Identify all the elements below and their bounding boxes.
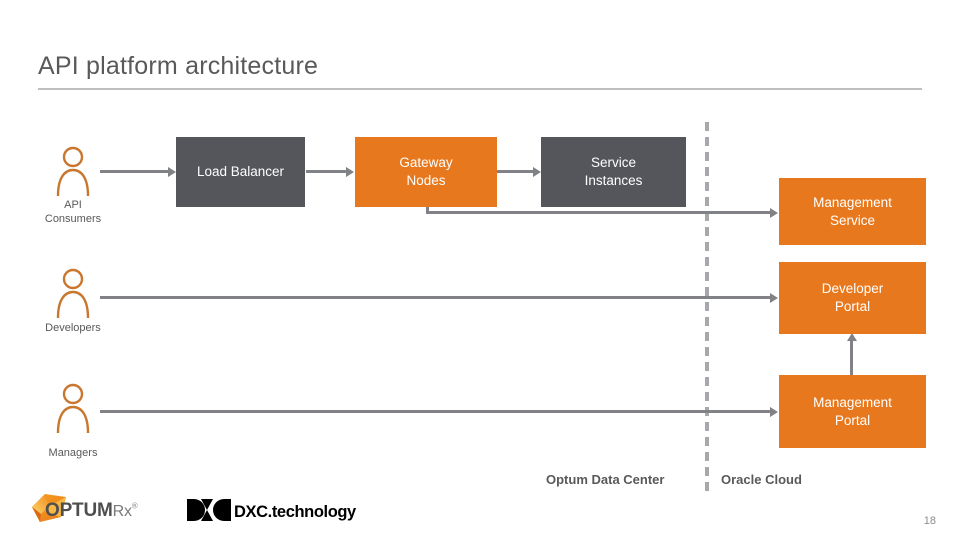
arrowhead-developers-to-portal xyxy=(770,292,778,303)
connector-gateway-to-services xyxy=(497,170,533,173)
optumrx-logo xyxy=(28,492,178,528)
zone-label-oracle-cloud: Oracle Cloud xyxy=(721,472,802,487)
optumrx-logo-text: OPTUMRx® xyxy=(45,500,138,522)
node-gateway-nodes[interactable]: Gateway Nodes xyxy=(355,137,497,207)
node-developer-portal-label: Developer Portal xyxy=(821,281,884,314)
persona-developers-label: Developers xyxy=(45,322,101,334)
page-title: API platform architecture xyxy=(38,52,319,80)
persona-developers-icon xyxy=(55,268,91,320)
arrowhead-managers-to-mgmt-portal xyxy=(770,406,778,417)
node-management-service-label: Management Service xyxy=(813,194,892,228)
connector-gateway-drop xyxy=(426,206,429,214)
connector-mgmt-portal-to-dev-portal xyxy=(850,341,853,375)
dxc-logo-mark xyxy=(187,499,231,526)
connector-lb-to-gateway xyxy=(306,170,346,173)
node-service-instances[interactable]: Service Instances xyxy=(541,137,686,207)
optumrx-trademark: ® xyxy=(131,501,138,511)
page-number: 18 xyxy=(923,515,936,527)
persona-api-consumers-label: API Consumers xyxy=(44,199,102,225)
node-management-portal[interactable]: Management Portal xyxy=(779,375,926,448)
persona-api-consumers-icon xyxy=(55,146,91,198)
optumrx-suffix: Rx xyxy=(112,503,132,520)
arrowhead-gateway-to-services xyxy=(533,166,541,177)
connector-developers-to-portal xyxy=(100,296,770,299)
connector-gateway-to-mgmt-service xyxy=(426,211,770,214)
arrowhead-consumer-to-lb xyxy=(168,166,176,177)
connector-consumer-to-lb xyxy=(100,170,168,173)
arrowhead-mgmt-portal-to-dev-portal xyxy=(846,333,857,341)
persona-managers-icon xyxy=(55,383,91,435)
arrowhead-lb-to-gateway xyxy=(346,166,354,177)
optumrx-wordmark: OPTUM xyxy=(45,500,113,521)
node-gateway-nodes-label: Gateway Nodes xyxy=(399,155,453,188)
title-divider-rule xyxy=(38,88,922,90)
dxc-logo-text: DXC.technology xyxy=(234,503,356,521)
node-load-balancer[interactable]: Load Balancer xyxy=(176,137,305,207)
connector-managers-to-mgmt-portal xyxy=(100,410,770,413)
node-developer-portal[interactable]: Developer Portal xyxy=(779,262,926,334)
persona-managers-label: Managers xyxy=(48,447,98,459)
datacenter-cloud-divider xyxy=(705,122,709,492)
node-service-instances-label: Service Instances xyxy=(584,155,643,188)
node-management-portal-label: Management Portal xyxy=(813,394,892,428)
zone-label-optum-data-center: Optum Data Center xyxy=(546,472,665,487)
arrowhead-gateway-to-mgmt-service xyxy=(770,207,778,218)
node-management-service[interactable]: Management Service xyxy=(779,178,926,245)
node-load-balancer-label: Load Balancer xyxy=(196,164,285,179)
